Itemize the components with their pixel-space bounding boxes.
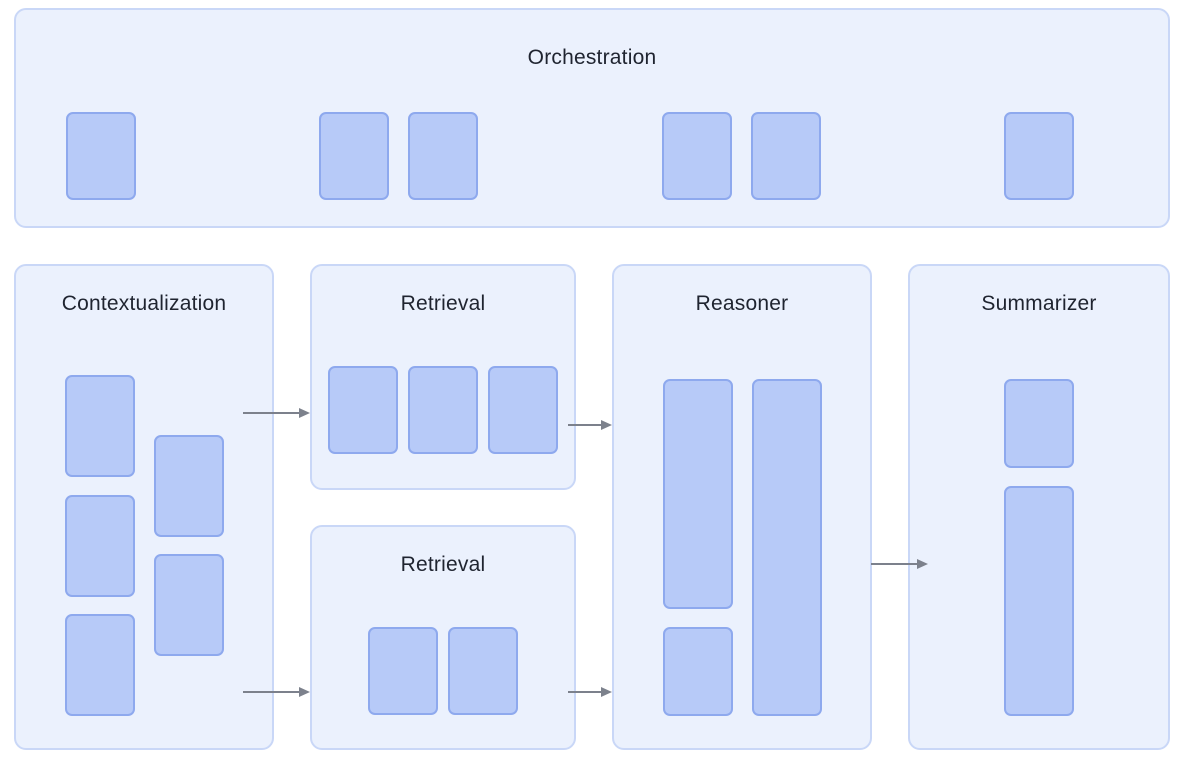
summarizer-panel: Summarizer bbox=[908, 264, 1170, 750]
arrow-reasoner-to-summarizer bbox=[871, 558, 929, 570]
orchestration-block bbox=[1004, 112, 1074, 200]
orchestration-title: Orchestration bbox=[527, 46, 657, 69]
arrow-retrieval-bottom-to-reasoner bbox=[568, 686, 613, 698]
orchestration-block bbox=[408, 112, 478, 200]
orchestration-block bbox=[751, 112, 821, 200]
summarizer-block bbox=[1004, 379, 1074, 468]
orchestration-block bbox=[66, 112, 136, 200]
contextualization-block bbox=[65, 614, 135, 716]
orchestration-panel: Orchestration bbox=[14, 8, 1170, 228]
orchestration-block bbox=[319, 112, 389, 200]
contextualization-title: Contextualization bbox=[61, 292, 227, 315]
orchestration-block bbox=[662, 112, 732, 200]
retrieval-bottom-panel: Retrieval bbox=[310, 525, 576, 750]
retrieval-block bbox=[488, 366, 558, 454]
arrow-contextualization-to-retrieval-top bbox=[243, 407, 311, 419]
contextualization-block bbox=[65, 375, 135, 477]
reasoner-block bbox=[663, 627, 733, 716]
retrieval-block bbox=[448, 627, 518, 715]
retrieval-bottom-title: Retrieval bbox=[400, 553, 486, 576]
retrieval-block bbox=[368, 627, 438, 715]
summarizer-title: Summarizer bbox=[981, 292, 1097, 315]
contextualization-block bbox=[154, 435, 224, 537]
contextualization-block bbox=[154, 554, 224, 656]
reasoner-title: Reasoner bbox=[695, 292, 789, 315]
reasoner-panel: Reasoner bbox=[612, 264, 872, 750]
contextualization-panel: Contextualization bbox=[14, 264, 274, 750]
retrieval-top-panel: Retrieval bbox=[310, 264, 576, 490]
retrieval-top-title: Retrieval bbox=[400, 292, 486, 315]
summarizer-block bbox=[1004, 486, 1074, 716]
contextualization-block bbox=[65, 495, 135, 597]
reasoner-block bbox=[752, 379, 822, 716]
arrow-contextualization-to-retrieval-bottom bbox=[243, 686, 311, 698]
retrieval-block bbox=[328, 366, 398, 454]
arrow-retrieval-top-to-reasoner bbox=[568, 419, 613, 431]
retrieval-block bbox=[408, 366, 478, 454]
reasoner-block bbox=[663, 379, 733, 609]
